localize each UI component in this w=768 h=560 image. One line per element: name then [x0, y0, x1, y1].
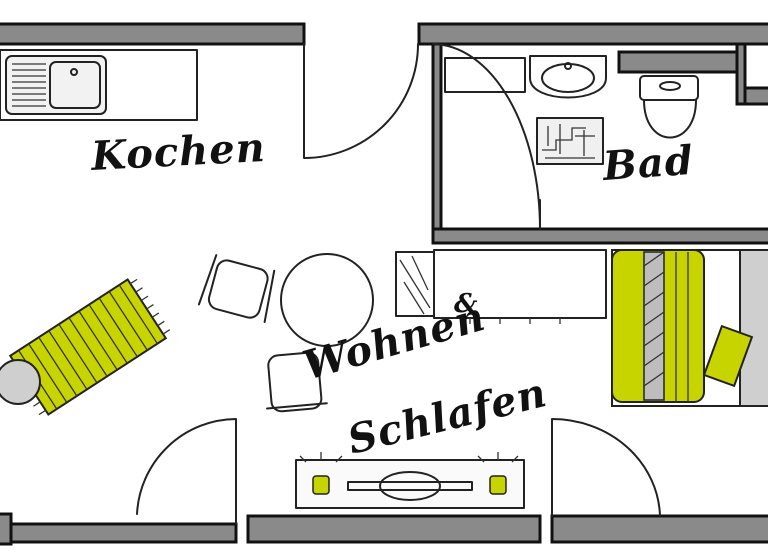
bath-counter	[444, 57, 526, 93]
sink-icon	[5, 55, 107, 115]
room-label-kitchen: Kochen	[89, 124, 267, 180]
room-label-bath: Bad	[600, 137, 695, 190]
chair-icon	[197, 254, 276, 323]
lamp-icon	[299, 452, 343, 495]
lamp-icon	[477, 452, 519, 495]
room-label-living-amp: &	[454, 289, 478, 319]
chair-icon	[266, 351, 328, 413]
tv-sideboard	[295, 459, 525, 509]
pouf-icon	[0, 359, 41, 405]
round-table-icon	[280, 253, 374, 347]
doors	[136, 43, 661, 525]
washbasin-icon	[529, 55, 607, 99]
toilet-icon	[639, 75, 699, 139]
bed-icon	[611, 249, 768, 407]
kitchen-counter	[0, 49, 198, 121]
room-label-living-line2: Schlafen	[343, 369, 552, 464]
walls	[0, 22, 768, 546]
wardrobe-icon	[395, 249, 607, 324]
shower-tray-icon	[536, 117, 604, 165]
